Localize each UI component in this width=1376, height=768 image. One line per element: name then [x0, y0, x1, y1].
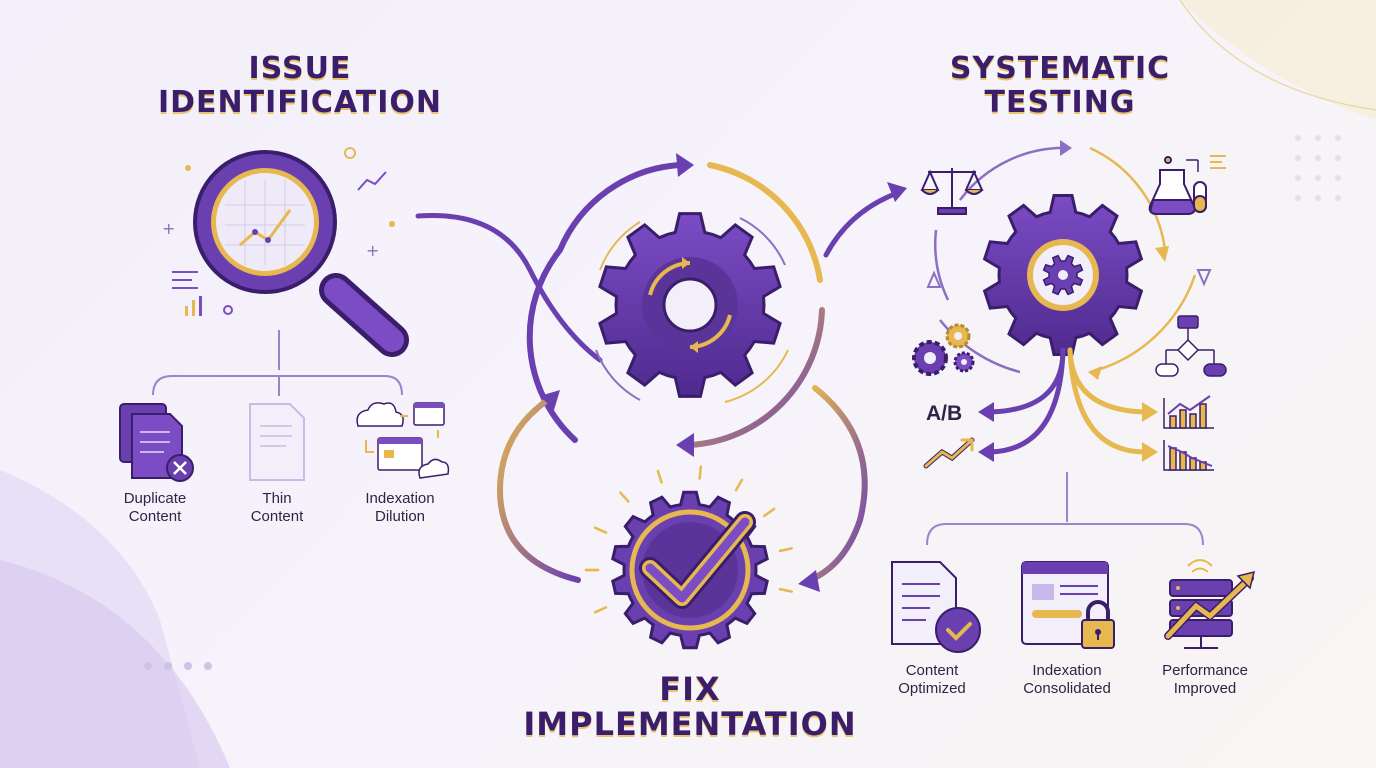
fix-title-line1: FIX [659, 670, 721, 708]
issue-identification-title: ISSUE IDENTIFICATION [140, 52, 460, 119]
ray-line [778, 587, 793, 593]
magnifier-icon [193, 150, 409, 357]
ray-line [698, 465, 703, 480]
testing-arrow-heads [926, 140, 1212, 380]
testing-cycle-ring [934, 146, 1197, 374]
testing-title-line2: TESTING [984, 84, 1136, 120]
issue-label-line1: Indexation [365, 490, 435, 507]
bar-chart-up-icon [1163, 395, 1214, 429]
issue-label-line1: Thin [262, 490, 292, 507]
flask-icon [1148, 155, 1226, 215]
ray-line [593, 526, 608, 534]
testing-gear-icon [982, 194, 1144, 356]
arrow-heads [540, 153, 907, 592]
issue-connector [152, 330, 403, 396]
issue-label-line2: Content [250, 508, 304, 525]
bar-chart-down-icon [1163, 440, 1214, 471]
issue-title-line2: IDENTIFICATION [157, 84, 443, 120]
ray-line [778, 547, 793, 553]
ray-line [656, 469, 663, 484]
central-gear-icon [598, 212, 782, 398]
checkmark-badge-icon [611, 490, 769, 650]
cycle-arrows [415, 162, 903, 583]
sparkle-decorations: + + [162, 147, 395, 316]
ray-line [734, 478, 744, 492]
svg-text:+: + [366, 241, 379, 260]
flowchart-icon [1155, 315, 1227, 377]
result-label-indexation: Indexation Consolidated [1002, 662, 1132, 698]
server-growth-icon [1164, 559, 1256, 649]
issue-label-duplicate: Duplicate Content [100, 490, 210, 526]
ab-test-label: A/B [926, 402, 963, 425]
ray-line [763, 507, 776, 518]
result-label-line1: Indexation [1032, 662, 1102, 679]
issue-label-line2: Dilution [374, 508, 426, 525]
branch-arrow-heads [978, 402, 1158, 462]
balance-scale-icon [920, 168, 984, 215]
duplicate-document-icon [119, 403, 194, 482]
svg-text:+: + [162, 219, 175, 238]
result-label-performance: Performance Improved [1140, 662, 1270, 698]
result-label-line2: Improved [1173, 680, 1237, 697]
small-gears-icon [912, 323, 975, 376]
result-label-line2: Optimized [898, 680, 966, 697]
result-label-content: Content Optimized [872, 662, 992, 698]
systematic-testing-title: SYSTEMATIC TESTING [930, 52, 1190, 119]
testing-title-line1: SYSTEMATIC [949, 51, 1171, 86]
issue-label-indexation: Indexation Dilution [345, 490, 455, 526]
result-label-line1: Performance [1162, 662, 1248, 679]
trend-up-icon [923, 437, 975, 469]
thin-document-icon [249, 403, 305, 481]
issue-label-thin: Thin Content [222, 490, 332, 526]
ray-line [593, 606, 608, 614]
result-label-line2: Consolidated [1023, 680, 1111, 697]
browser-lock-icon [1021, 561, 1115, 649]
document-check-icon [891, 561, 981, 653]
testing-branches [987, 347, 1148, 455]
issue-title-line1: ISSUE [248, 51, 352, 86]
ray-line [619, 491, 630, 503]
fix-rays [584, 465, 793, 614]
inner-cycle-arrows [595, 217, 789, 403]
fix-implementation-title: FIX IMPLEMENTATION [520, 672, 860, 741]
issue-label-line2: Content [128, 508, 182, 525]
indexation-dilution-icon [356, 402, 450, 479]
results-connector [926, 472, 1204, 546]
fix-title-line2: IMPLEMENTATION [523, 704, 857, 743]
result-label-line1: Content [905, 662, 959, 679]
issue-label-line1: Duplicate [123, 490, 187, 507]
